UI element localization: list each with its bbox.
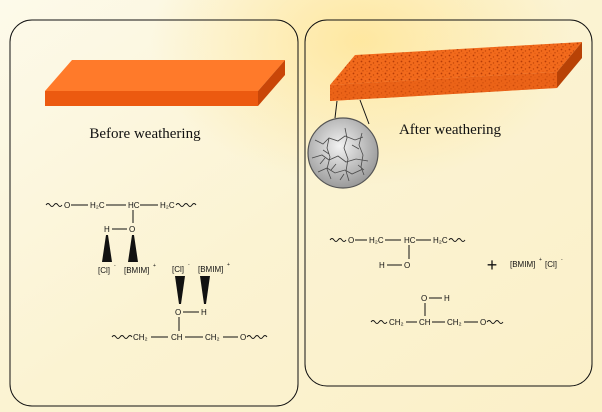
svg-text:-: - <box>114 263 116 269</box>
after-hydroxyl2-h: H <box>444 294 450 303</box>
before-top-o: O <box>64 201 70 210</box>
before-cation2-bmim: [BMIM] <box>198 265 223 274</box>
before-hydroxyl2-h: H <box>201 308 207 317</box>
before-caption: Before weathering <box>89 126 201 142</box>
panel-after-frame <box>304 19 593 387</box>
after-top-h2c-2: H₂C <box>433 236 448 245</box>
after-top-h2c-1: H₂C <box>369 236 384 245</box>
after-hydroxyl-h: H <box>379 261 385 270</box>
before-hydroxyl2-o: O <box>175 308 181 317</box>
before-bottom-ch2-2: CH₂ <box>205 333 220 342</box>
after-salt-bmim: [BMIM] <box>510 260 535 269</box>
before-hydroxyl-o: O <box>129 225 135 234</box>
after-bottom-ch2-2: CH₂ <box>447 318 462 327</box>
after-structure: O H₂C HC H₂C H O + [BMIM] + [Cl] - O H C… <box>329 236 563 327</box>
panel-before: Before weathering O H₂C HC H₂C H O [Cl] … <box>9 19 299 407</box>
after-plus-sign: + <box>487 255 498 275</box>
before-bottom-ch: CH <box>171 333 183 342</box>
before-anion2-cl: [Cl] <box>172 265 184 274</box>
svg-text:-: - <box>188 262 190 268</box>
after-caption: After weathering <box>399 122 502 138</box>
before-bottom-ch2-1: CH₂ <box>133 333 148 342</box>
after-bottom-o: O <box>480 318 486 327</box>
after-top-hc: HC <box>404 236 416 245</box>
after-hydroxyl2-o: O <box>421 294 427 303</box>
after-bottom-ch: CH <box>419 318 431 327</box>
after-top-o: O <box>348 236 354 245</box>
before-structure: O H₂C HC H₂C H O [Cl] - [BMIM] + [Cl] - … <box>45 201 268 342</box>
svg-text:-: - <box>561 257 563 263</box>
after-bottom-ch2-1: CH₂ <box>389 318 404 327</box>
before-top-hc: HC <box>128 201 140 210</box>
before-bottom-o: O <box>240 333 246 342</box>
svg-text:+: + <box>153 263 156 269</box>
weathered-slab-icon <box>330 42 582 101</box>
before-anion-cl: [Cl] <box>98 266 110 275</box>
before-hydroxyl-h: H <box>104 225 110 234</box>
panel-before-frame <box>9 19 299 407</box>
svg-text:+: + <box>539 257 542 263</box>
after-salt-cl: [Cl] <box>545 260 557 269</box>
before-top-h2c-1: H₂C <box>90 201 105 210</box>
clean-slab-icon <box>45 60 285 106</box>
svg-text:+: + <box>227 262 230 268</box>
panel-after: After weathering O H₂C HC H₂C H O + [BMI… <box>304 19 593 387</box>
before-top-h2c-2: H₂C <box>160 201 175 210</box>
before-cation-bmim: [BMIM] <box>124 266 149 275</box>
after-hydroxyl-o: O <box>404 261 410 270</box>
magnifier-cracked-surface-icon <box>307 117 379 189</box>
